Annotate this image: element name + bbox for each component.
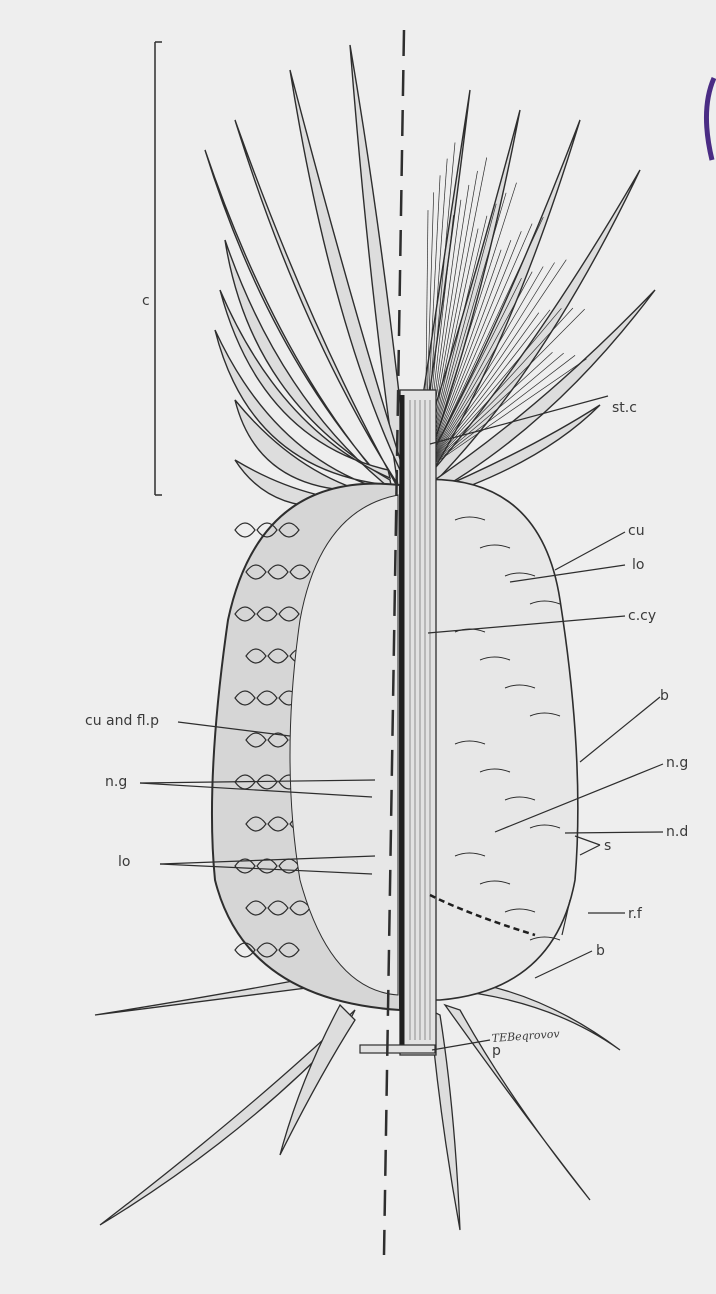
label-lo-left: lo <box>118 854 130 870</box>
peduncle <box>360 1045 435 1053</box>
label-st-c: st.c <box>612 400 637 416</box>
label-cu-right: cu <box>628 523 645 539</box>
roots <box>95 975 620 1230</box>
scale-bar-c <box>155 42 162 495</box>
label-r-f: r.f <box>628 906 643 922</box>
purple-arc-edge <box>706 78 714 160</box>
label-lo-right: lo <box>632 557 644 573</box>
label-c-cy: c.cy <box>628 608 656 624</box>
label-s: s <box>604 838 611 854</box>
central-core <box>400 390 436 1055</box>
label-n-g-left: n.g <box>105 774 127 790</box>
label-c: c <box>142 293 150 309</box>
label-n-d: n.d <box>666 824 688 840</box>
label-cu-and-flp: cu and fl.p <box>85 713 159 729</box>
label-b-lower: b <box>596 943 605 959</box>
label-b-upper: b <box>660 688 669 704</box>
label-n-g-right: n.g <box>666 755 688 771</box>
label-p: p <box>492 1043 501 1059</box>
artist-signature: TEBeqrovov <box>491 1027 560 1045</box>
